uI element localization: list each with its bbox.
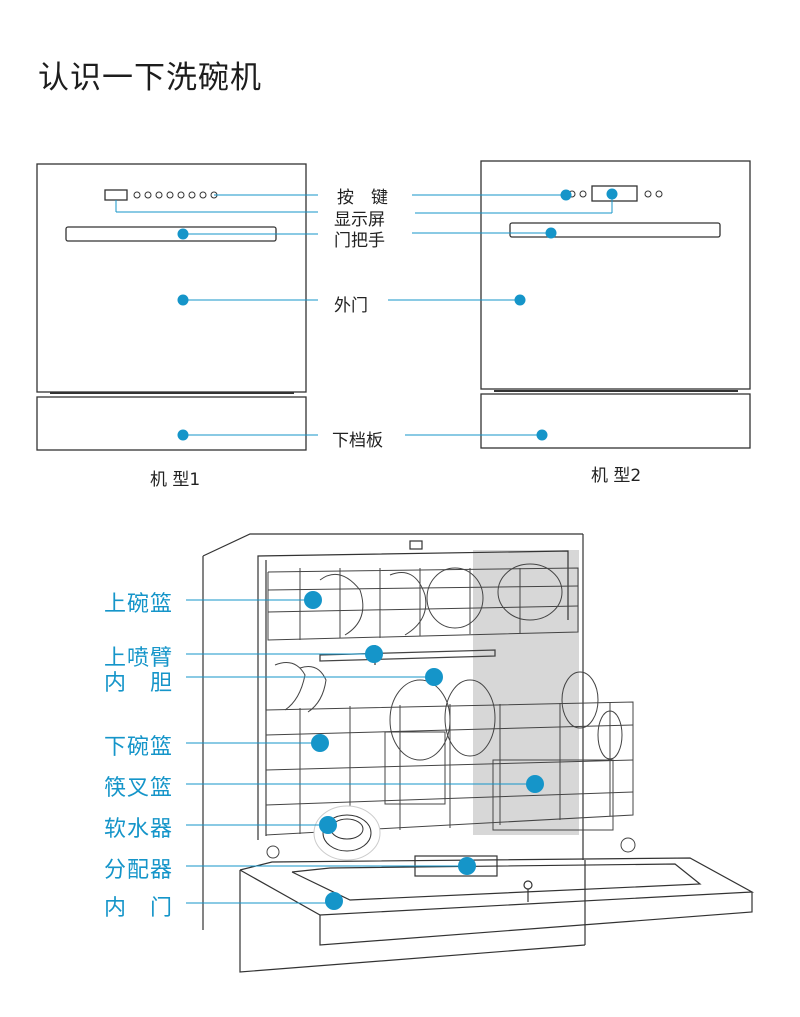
model1-caption: 机 型1 bbox=[150, 470, 201, 490]
page-title: 认识一下洗碗机 bbox=[38, 60, 262, 96]
bottom-callout-dots bbox=[304, 591, 544, 910]
top-leader-lines bbox=[115, 194, 613, 436]
callout-dot bbox=[365, 645, 383, 663]
model1-button-row bbox=[133, 191, 218, 199]
label-upper-basket: 上碗篮 bbox=[104, 592, 174, 617]
callout-dot bbox=[514, 294, 526, 306]
inner-door bbox=[239, 855, 755, 946]
cutlery-basket-shape bbox=[492, 759, 614, 831]
label-outer-door: 外门 bbox=[334, 296, 368, 316]
callout-dot bbox=[545, 227, 557, 239]
label-keys: 按 键 bbox=[337, 188, 388, 208]
label-lower-basket: 下碗篮 bbox=[104, 735, 174, 760]
callout-dot bbox=[177, 228, 189, 240]
label-handle: 门把手 bbox=[334, 231, 385, 251]
callout-dot bbox=[560, 189, 572, 201]
front-view-diagram bbox=[36, 160, 751, 451]
callout-dot bbox=[325, 892, 343, 910]
spray-arm bbox=[319, 645, 496, 665]
model2-display-screen bbox=[591, 185, 638, 202]
top-callout-dots bbox=[177, 188, 618, 441]
model2-front bbox=[480, 160, 751, 449]
callout-dot bbox=[526, 775, 544, 793]
callout-dot bbox=[319, 816, 337, 834]
callout-dot bbox=[536, 429, 548, 441]
bottom-leader-lines bbox=[186, 599, 535, 904]
label-water-softener: 软水器 bbox=[104, 817, 174, 842]
label-dispenser: 分配器 bbox=[104, 858, 174, 883]
callout-dot bbox=[177, 429, 189, 441]
lower-basket-wires bbox=[265, 662, 636, 859]
label-kick-plate: 下档板 bbox=[332, 431, 383, 451]
upper-basket-wires bbox=[267, 563, 579, 641]
label-cutlery-basket: 筷叉篮 bbox=[104, 776, 174, 801]
callout-dot bbox=[458, 857, 476, 875]
callout-dot bbox=[304, 591, 322, 609]
callout-dot bbox=[311, 734, 329, 752]
label-display: 显示屏 bbox=[334, 210, 385, 230]
model2-door-handle bbox=[509, 222, 721, 238]
label-inner-tub: 内 胆 bbox=[104, 671, 174, 696]
label-upper-spray-arm: 上喷臂 bbox=[104, 646, 174, 671]
callout-dot bbox=[606, 188, 618, 200]
label-inner-door: 内 门 bbox=[104, 896, 174, 921]
model2-caption: 机 型2 bbox=[591, 466, 642, 486]
callout-dot bbox=[425, 668, 443, 686]
callout-dot bbox=[177, 294, 189, 306]
